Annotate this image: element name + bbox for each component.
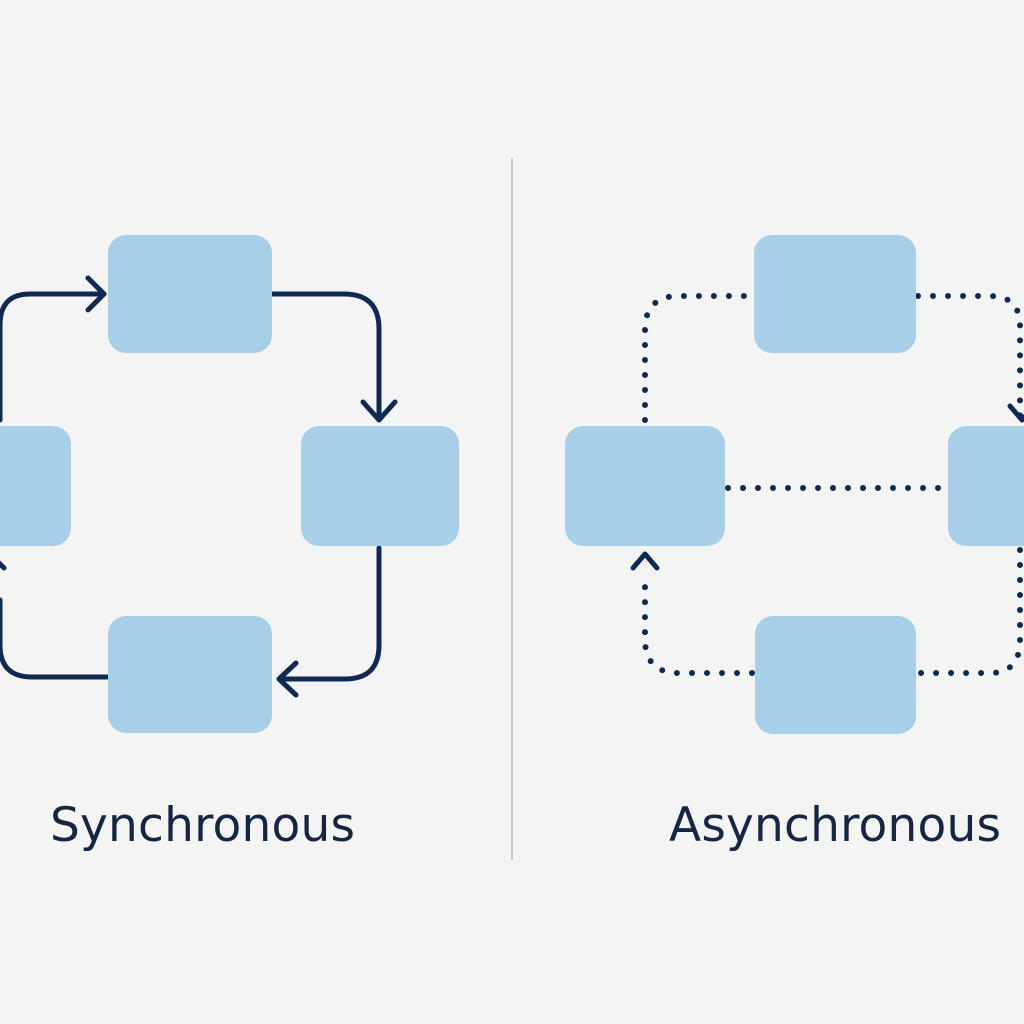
sync-connectors: [0, 291, 382, 682]
asynchronous-label: Asynchronous: [669, 798, 1002, 853]
sync-box-top: [108, 235, 272, 353]
synchronous-panel: [0, 235, 459, 733]
sync-arrowhead-into-left: [0, 560, 7, 571]
async-connector-left-to-top: [642, 293, 755, 423]
sync-box-left: [0, 426, 71, 546]
async-connector-top-to-right: [915, 293, 1023, 423]
sync-arrowheads: [0, 275, 398, 698]
async-box-left: [565, 426, 725, 546]
sync-connector-right-to-bottom: [277, 545, 382, 682]
sync-boxes: [0, 235, 459, 733]
async-box-bottom: [755, 616, 916, 734]
async-arrowheads: [630, 403, 1024, 571]
async-connector-right-to-bottom: [917, 547, 1023, 676]
sync-arrowhead-into-bottom: [276, 660, 299, 698]
sync-box-bottom: [108, 616, 272, 733]
synchronous-label: Synchronous: [50, 798, 356, 853]
sync-connector-left-to-top: [0, 291, 107, 423]
async-arrowhead-into-left: [630, 551, 660, 571]
sync-arrowhead-into-right: [360, 399, 398, 423]
async-box-top: [754, 235, 916, 353]
sync-arrowhead-into-top: [85, 275, 107, 313]
asynchronous-panel: [565, 235, 1024, 734]
async-boxes: [565, 235, 1024, 734]
async-arrowhead-into-right: [1007, 403, 1024, 423]
async-connector-bottom-to-left: [642, 572, 755, 676]
sync-box-right: [301, 426, 459, 546]
async-box-right: [948, 426, 1024, 546]
sync-connector-top-to-right: [269, 291, 382, 421]
sync-connector-bottom-to-left: [0, 597, 111, 680]
async-connectors: [642, 293, 1023, 676]
